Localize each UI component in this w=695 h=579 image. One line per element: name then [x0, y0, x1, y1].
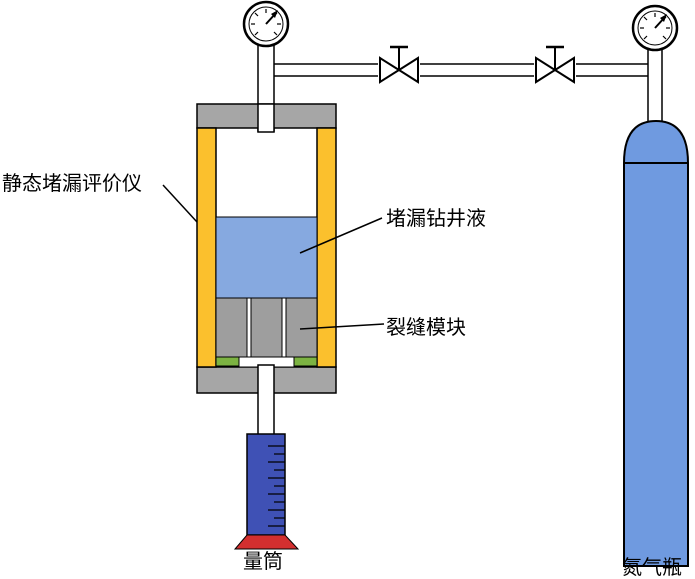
- nitrogen-cylinder-label: 氮气瓶: [622, 555, 682, 579]
- nitrogen-tank-icon: [623, 119, 689, 567]
- valve-icon: [378, 45, 420, 84]
- evaluation-instrument: [196, 103, 337, 436]
- valve-icon: [534, 45, 576, 84]
- plugging-fluid-label: 堵漏钻井液: [386, 206, 486, 230]
- plugging-fluid-body: [215, 216, 318, 299]
- fracture-module-label: 裂缝模块: [386, 315, 466, 339]
- seal-left: [215, 356, 240, 367]
- pressure-gauge-icon: [631, 4, 679, 52]
- graduated-cylinder-label: 量筒: [243, 549, 283, 573]
- pressure-gauge-icon: [242, 0, 290, 48]
- right-wall: [316, 127, 337, 368]
- graduated-cylinder-icon: [233, 433, 300, 550]
- instrument-leader-line: [162, 184, 198, 223]
- fracture-module-blocks: [215, 297, 318, 358]
- module-leader-line: [299, 323, 385, 330]
- fluid-leader-line: [299, 217, 383, 254]
- seal-right: [293, 356, 318, 367]
- instrument-label: 静态堵漏评价仪: [2, 171, 142, 195]
- left-wall: [196, 127, 217, 368]
